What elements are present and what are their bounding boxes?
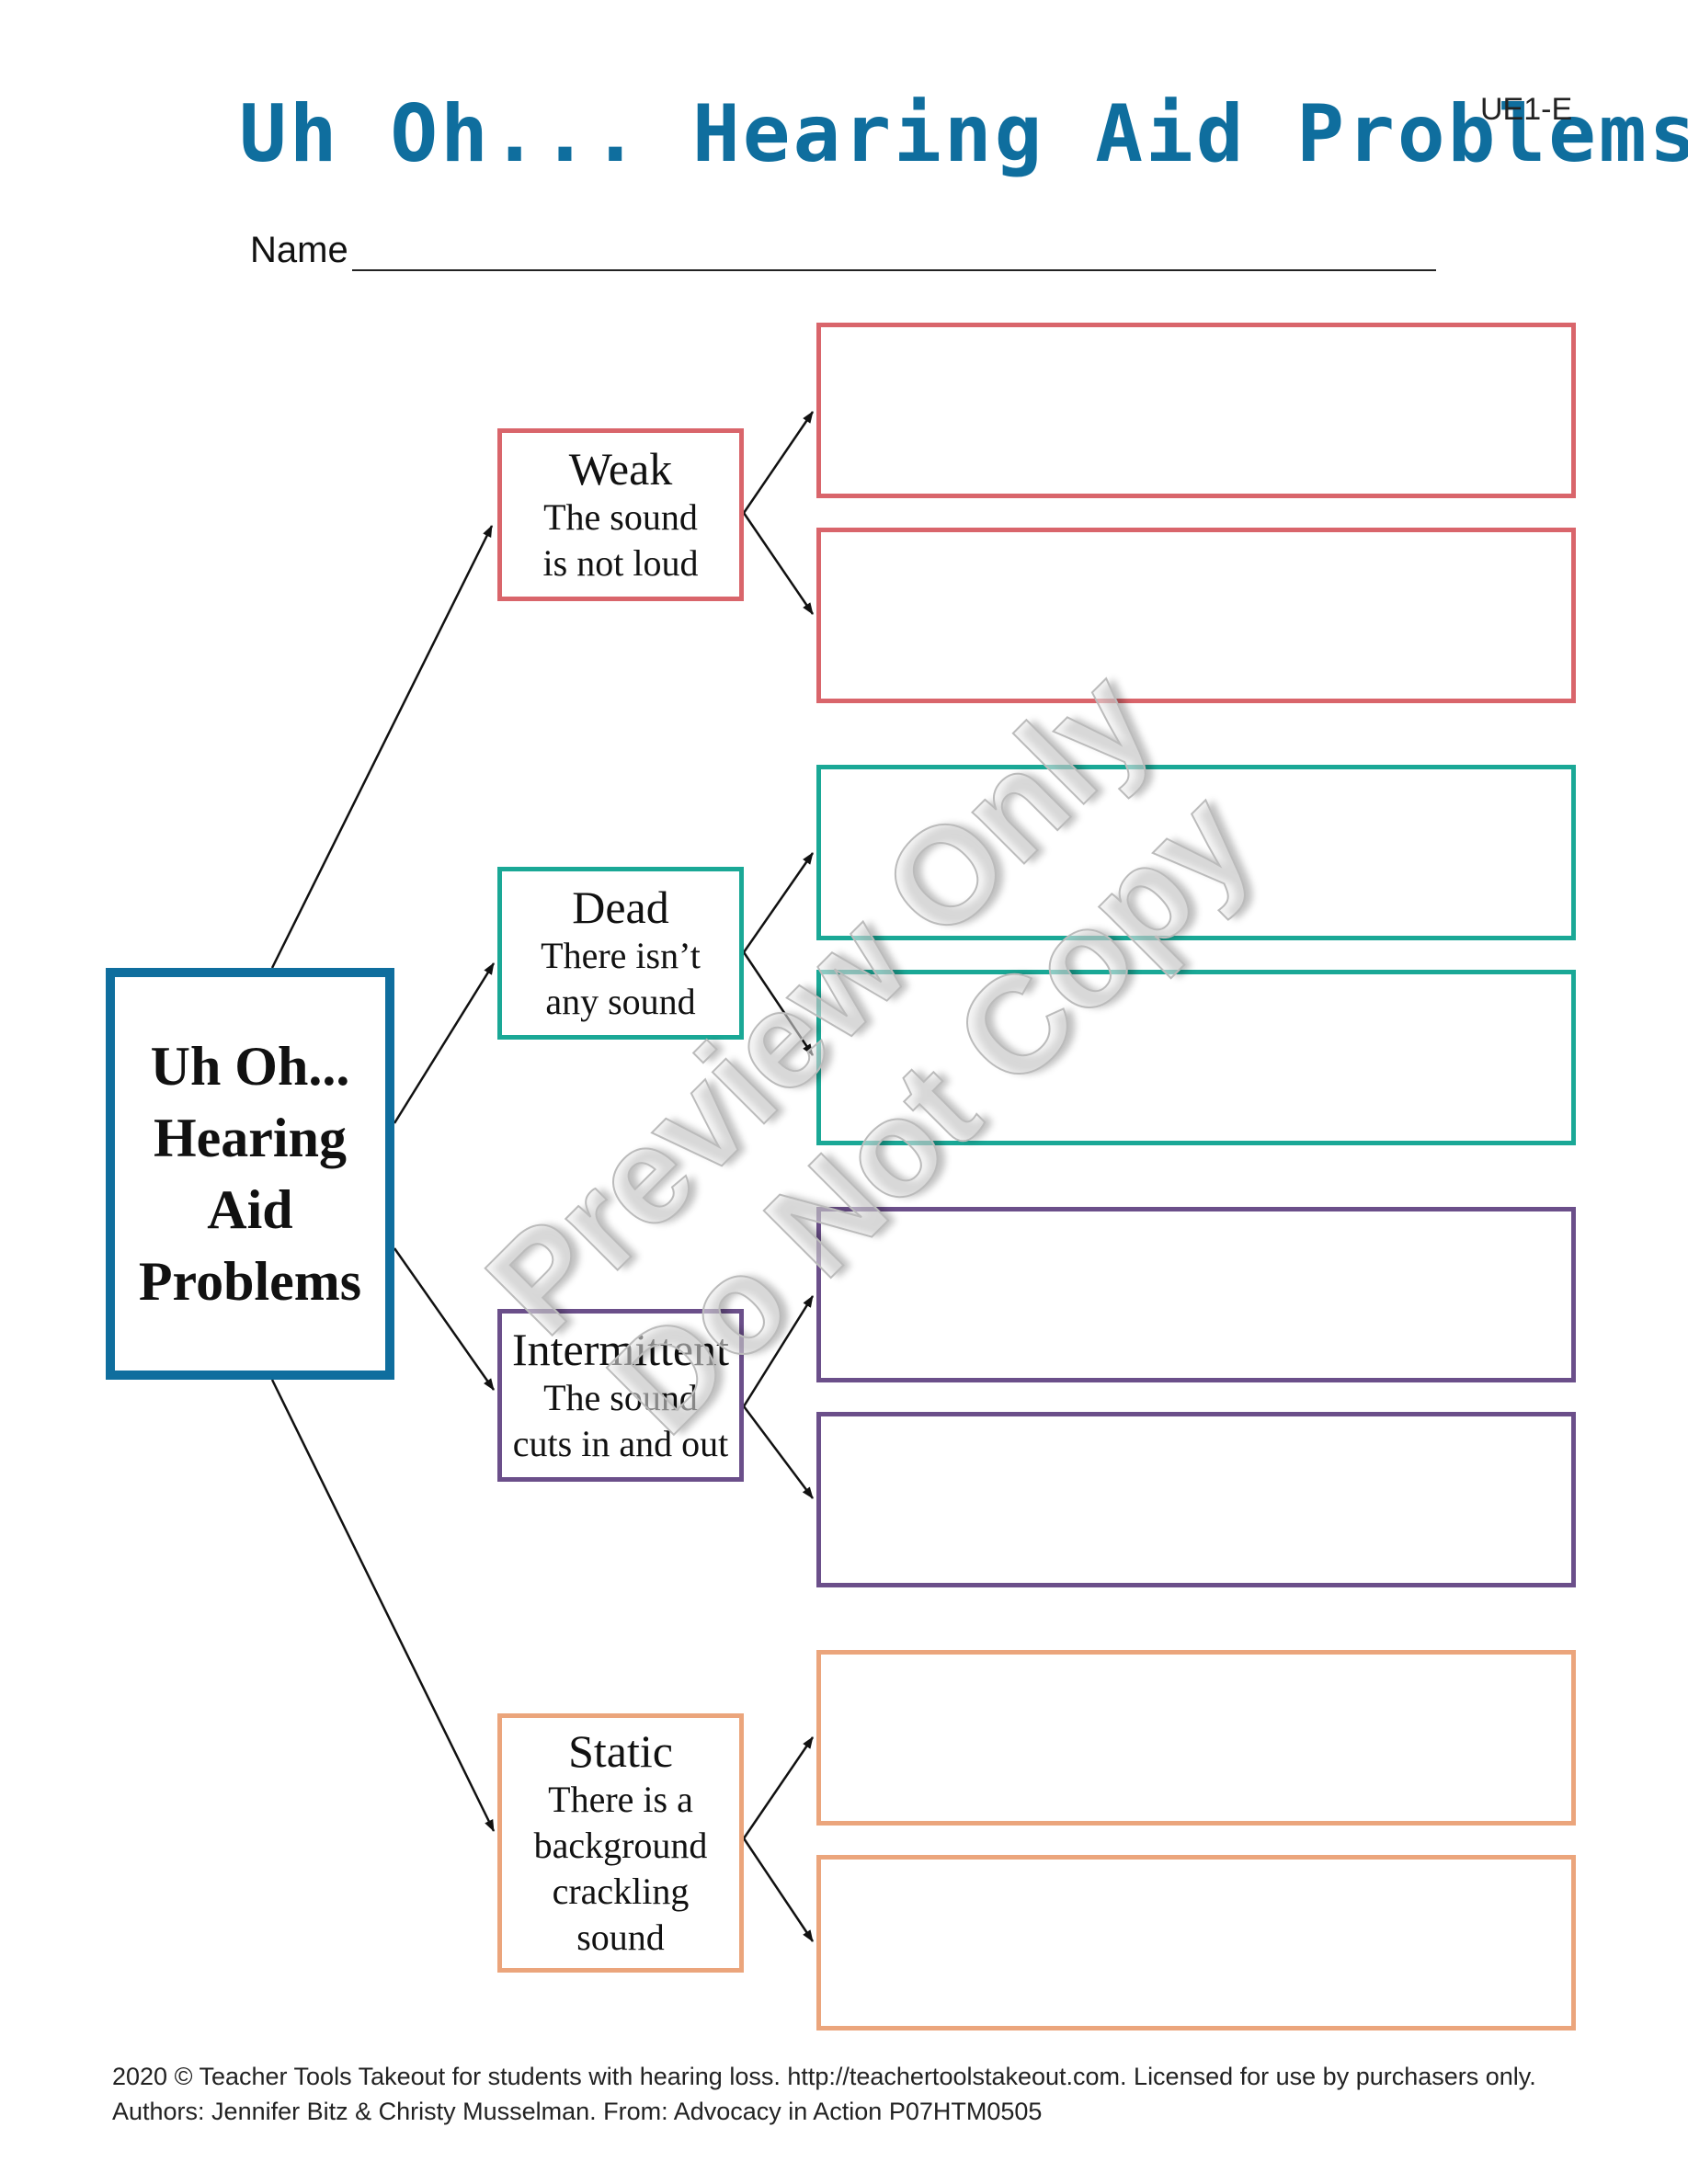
- category-desc-line: The sound: [543, 1377, 698, 1418]
- arrow-dead-answer-1: [742, 852, 815, 953]
- name-field[interactable]: Name: [250, 230, 1436, 271]
- category-desc-line: The sound: [543, 496, 698, 538]
- arrow-main-weak: [270, 525, 494, 969]
- arrow-main-static: [270, 1379, 496, 1832]
- footer-line-1: 2020 © Teacher Tools Takeout for student…: [112, 2063, 1536, 2090]
- category-desc-line: is not loud: [542, 542, 699, 584]
- answer-box-dead-1[interactable]: [816, 765, 1576, 940]
- answer-box-intermittent-1[interactable]: [816, 1207, 1576, 1382]
- category-desc-line: cuts in and out: [512, 1423, 729, 1464]
- main-line-3: Aid: [207, 1179, 293, 1240]
- worksheet-code: UE1-E: [1480, 92, 1573, 127]
- category-title: Static: [568, 1725, 673, 1777]
- footer-line-2: Authors: Jennifer Bitz & Christy Musselm…: [112, 2098, 1043, 2125]
- answer-box-dead-2[interactable]: [816, 970, 1576, 1145]
- arrow-main-dead: [393, 962, 496, 1124]
- category-desc-line: crackling: [552, 1871, 690, 1912]
- category-box-intermittent: Intermittent The sound cuts in and out: [497, 1309, 744, 1482]
- name-line[interactable]: [351, 233, 1436, 271]
- arrow-weak-answer-1: [742, 411, 815, 514]
- arrow-weak-answer-2: [742, 512, 815, 615]
- category-box-static: Static There is a background crackling s…: [497, 1713, 744, 1973]
- main-topic-text: Uh Oh... Hearing Aid Problems: [139, 1030, 361, 1317]
- category-desc-line: any sound: [545, 981, 696, 1022]
- arrow-main-intermittent: [393, 1247, 496, 1391]
- category-title: Weak: [568, 443, 673, 495]
- answer-box-weak-1[interactable]: [816, 323, 1576, 498]
- arrow-static-answer-1: [742, 1736, 815, 1839]
- answer-box-intermittent-2[interactable]: [816, 1412, 1576, 1587]
- arrow-dead-answer-2: [742, 951, 815, 1056]
- arrow-static-answer-2: [742, 1837, 815, 1942]
- category-box-dead: Dead There isn’t any sound: [497, 867, 744, 1040]
- main-line-4: Problems: [138, 1251, 362, 1312]
- footer-credits: 2020 © Teacher Tools Takeout for student…: [112, 2059, 1602, 2129]
- main-line-1: Uh Oh...: [150, 1036, 350, 1097]
- main-line-2: Hearing: [154, 1108, 347, 1168]
- answer-box-static-1[interactable]: [816, 1650, 1576, 1826]
- category-desc-line: There is a: [548, 1779, 693, 1820]
- category-box-weak: Weak The sound is not loud: [497, 428, 744, 601]
- category-title: Dead: [572, 882, 669, 933]
- answer-box-static-2[interactable]: [816, 1855, 1576, 2030]
- name-label: Name: [250, 230, 348, 270]
- arrow-intermittent-answer-2: [743, 1405, 814, 1499]
- answer-box-weak-2[interactable]: [816, 528, 1576, 703]
- main-topic-box: Uh Oh... Hearing Aid Problems: [106, 968, 394, 1380]
- category-title: Intermittent: [511, 1324, 730, 1375]
- category-desc-line: background: [533, 1825, 708, 1866]
- arrow-intermittent-answer-1: [742, 1295, 815, 1407]
- category-desc-line: There isn’t: [541, 935, 701, 976]
- category-desc-line: sound: [576, 1917, 665, 1958]
